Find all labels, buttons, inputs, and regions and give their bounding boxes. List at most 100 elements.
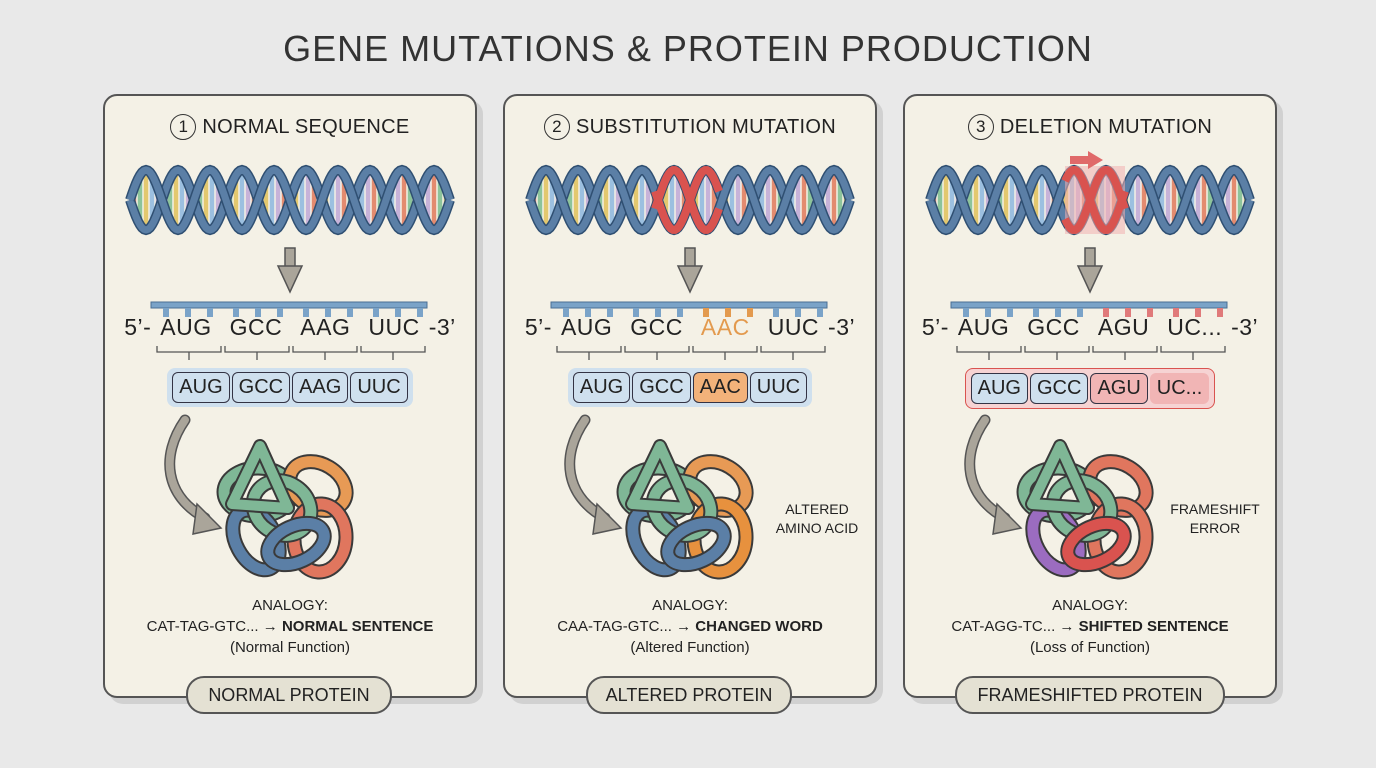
codon-bracket (292, 346, 358, 360)
codon: GCC (630, 314, 683, 340)
mrna-base (325, 308, 331, 317)
codon: AUG (160, 314, 212, 340)
mrna-base (185, 308, 191, 317)
codon-bracket (1092, 346, 1158, 360)
mrna-base (1007, 308, 1013, 317)
side-label-text: FRAMESHIFT ERROR (1170, 501, 1260, 536)
mrna-base (1103, 308, 1109, 317)
translation-arrow-head (592, 502, 623, 535)
codon-chip: UUC (749, 372, 808, 403)
heading-text: NORMAL SEQUENCE (202, 116, 410, 138)
codon: AGU (1097, 314, 1150, 340)
mrna-base (1077, 308, 1083, 317)
translation-arrow-head (192, 502, 223, 535)
analogy-label: ANALOGY: (1052, 597, 1128, 614)
mrna-base (703, 308, 709, 317)
mrna-base (607, 308, 613, 317)
mrna-base (1173, 308, 1179, 317)
mrna-base (1055, 308, 1061, 317)
mrna-base (677, 308, 683, 317)
down-arrow-shaft (684, 247, 696, 269)
page-title: GENE MUTATIONS & PROTEIN PRODUCTION (283, 28, 1093, 69)
down-arrow-shaft (1084, 247, 1096, 269)
mrna-base (347, 308, 353, 317)
codon-bracket (1024, 346, 1090, 360)
three-prime-label: -3’ (428, 314, 456, 340)
codon-chip: GCC (632, 372, 691, 403)
down-arrow-shaft (284, 247, 296, 269)
step-number: 2 (544, 114, 570, 140)
five-prime-label: 5’- (124, 314, 152, 340)
mrna-base (633, 308, 639, 317)
heading-text: DELETION MUTATION (999, 116, 1213, 138)
down-arrow-head (276, 265, 304, 294)
mrna-base (1033, 308, 1039, 317)
codon-bracket (556, 346, 622, 360)
codon-bracket (760, 346, 826, 360)
codon-chip: AUG (572, 372, 631, 403)
down-arrow-head (676, 265, 704, 294)
mrna-base (1195, 308, 1201, 317)
protein-helix (627, 441, 693, 513)
codon-chip: AAG (292, 372, 349, 403)
mutated-strand (1061, 166, 1129, 234)
down-arrow-head (1076, 265, 1104, 294)
codon-bracket (624, 346, 690, 360)
codon-chip: GCC (1029, 373, 1089, 404)
panel-artwork (525, 164, 855, 580)
analogy-note: (Normal Function) (229, 639, 351, 656)
analogy-sequence: CAT-AGG-TC... → (951, 618, 1075, 635)
mrna-base (163, 308, 169, 317)
result-badge-frameshifted: FRAMESHIFTED PROTEIN (955, 676, 1225, 714)
analogy-line: CAT-TAG-GTC... → NORMAL SENTENCE (105, 617, 475, 637)
mrna-backbone (550, 301, 828, 309)
codon-chip: AUG (172, 372, 230, 403)
mrna-base (817, 308, 823, 317)
protein-coil (662, 517, 730, 571)
heading-text: SUBSTITUTION MUTATION (576, 116, 836, 138)
mrna-base (1217, 308, 1223, 317)
mrna-backbone (150, 301, 428, 309)
codon: AUG (957, 314, 1010, 340)
dna-helix (525, 164, 855, 236)
mrna-backbone (950, 301, 1228, 309)
mutated-strand (651, 166, 723, 234)
analogy-line: CAA-TAG-GTC... → CHANGED WORD (505, 617, 875, 637)
altered-amino-acid-label: ALTERED AMINO ACID (767, 500, 867, 538)
mrna-base (773, 308, 779, 317)
five-prime-label: 5’- (524, 314, 552, 340)
protein-coil (1062, 517, 1130, 571)
codon-bracket (224, 346, 290, 360)
dna-helix (925, 164, 1255, 236)
three-prime-label: -3’ (828, 314, 856, 340)
codon-chip: AUG (970, 373, 1028, 404)
dna-strand (126, 166, 454, 234)
mutated-strand (1061, 166, 1129, 234)
codon: AAG (300, 314, 351, 340)
mrna-base (655, 308, 661, 317)
codon: GCC (229, 314, 283, 340)
mrna-base (277, 308, 283, 317)
step-number: 3 (967, 114, 994, 140)
mutated-strand (651, 166, 723, 234)
protein-helix (227, 441, 293, 513)
mrna-base (395, 308, 401, 317)
translation-arrow (165, 416, 209, 522)
panel-artwork (125, 164, 455, 580)
mrna-base (373, 308, 379, 317)
codon-bracket (956, 346, 1022, 360)
codon: UC... (1167, 314, 1223, 340)
codon-bracket (1160, 346, 1226, 360)
codon-chip-shifted: AGU (1090, 373, 1148, 404)
analogy-result: NORMAL SENTENCE (281, 618, 434, 635)
panel-artwork (925, 151, 1255, 580)
mrna-base (795, 308, 801, 317)
mrna-base (233, 308, 239, 317)
